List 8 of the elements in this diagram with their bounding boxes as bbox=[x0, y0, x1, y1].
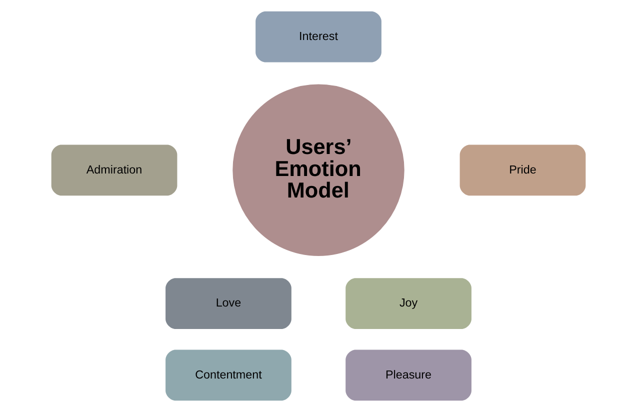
node-box: Contentment bbox=[165, 350, 291, 401]
node-circle: Users’ Emotion Model bbox=[230, 82, 406, 259]
node-box: Admiration bbox=[50, 144, 177, 196]
node-box: Love bbox=[165, 278, 291, 329]
node-box: Pleasure bbox=[345, 350, 471, 401]
node-box: Joy bbox=[345, 278, 471, 329]
node-box: Pride bbox=[459, 144, 586, 196]
node-box: Interest bbox=[255, 11, 381, 62]
